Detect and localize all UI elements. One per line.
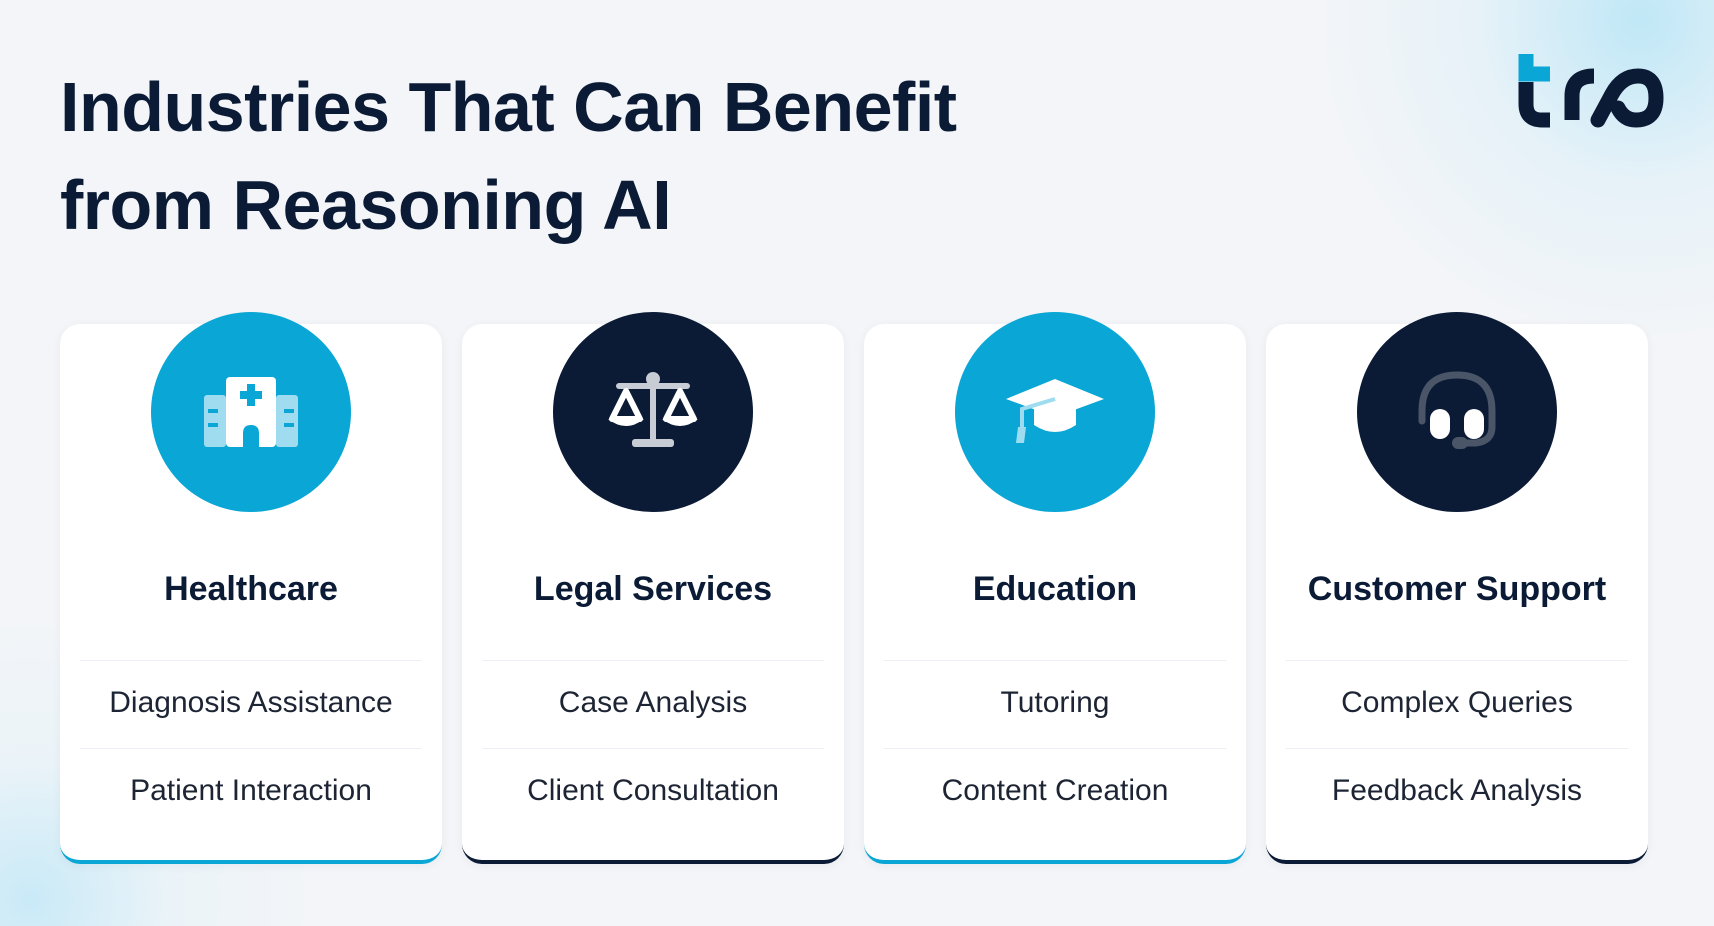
list-item: Content Creation [941,774,1169,807]
divider [884,660,1226,661]
list-item: Diagnosis Assistance [109,686,393,719]
page-title-line-2: from Reasoning AI [60,166,672,244]
list-item: Client Consultation [527,774,779,807]
divider [80,748,422,749]
brand-logo-icon [1518,54,1664,128]
divider [80,660,422,661]
divider [884,748,1226,749]
list-item: Tutoring [1000,686,1110,719]
card-title: Education [972,570,1138,608]
card-customer-support: Customer Support Complex Queries Feedbac… [1266,312,1648,864]
divider [482,660,824,661]
card-title: Legal Services [533,570,773,608]
headset-icon-circle [1357,312,1557,512]
divider [1286,748,1628,749]
divider [1286,660,1628,661]
page-title-line-1: Industries That Can Benefit [60,68,957,146]
list-item: Complex Queries [1341,686,1573,719]
list-item: Feedback Analysis [1331,774,1583,807]
graduation-cap-icon [1006,379,1104,443]
card-title: Healthcare [164,570,338,608]
list-item: Patient Interaction [130,774,372,807]
scales-icon [608,372,698,447]
page-title: Industries That Can Benefit from Reasoni… [60,58,1060,254]
card-healthcare: Healthcare Diagnosis Assistance Patient … [60,312,442,864]
divider [482,748,824,749]
headset-icon [1418,371,1496,449]
card-title: Customer Support [1307,570,1607,608]
list-item: Case Analysis [558,686,748,719]
hospital-icon [204,377,298,447]
graduation-cap-icon-circle [955,312,1155,512]
card-legal-services: Legal Services Case Analysis Client Cons… [462,312,844,864]
scales-icon-circle [553,312,753,512]
card-education: Education Tutoring Content Creation [864,312,1246,864]
hospital-icon-circle [151,312,351,512]
